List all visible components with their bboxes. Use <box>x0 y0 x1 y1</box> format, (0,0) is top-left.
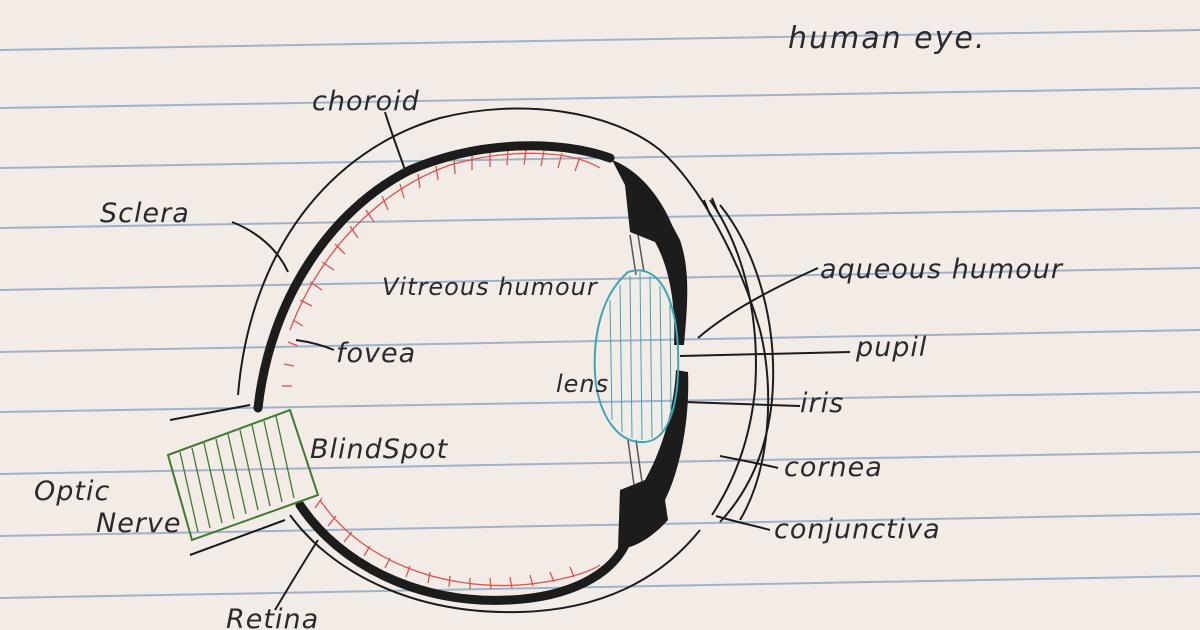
cornea <box>709 199 757 516</box>
ruled-lines <box>0 29 1200 599</box>
lens-hatching <box>609 271 672 441</box>
leader-lines <box>231 111 851 611</box>
diagram-title: human eye. <box>788 21 986 56</box>
optic-nerve <box>166 404 320 556</box>
label-optic-nerve-line1: Optic <box>34 476 110 507</box>
suspensory-ligaments <box>627 234 645 486</box>
label-cornea: cornea <box>784 452 883 483</box>
label-pupil: pupil <box>855 332 927 363</box>
label-blind-spot: BlindSpot <box>310 434 449 465</box>
conjunctiva <box>719 204 775 523</box>
label-choroid: choroid <box>312 86 420 117</box>
label-aqueous-humour: aqueous humour <box>820 254 1064 285</box>
retina-hatching <box>282 149 601 590</box>
label-optic-nerve-line2: Nerve <box>96 508 182 539</box>
label-vitreous-humour: Vitreous humour <box>382 273 599 301</box>
choroid-layer <box>253 141 615 413</box>
sclera-outline-lower <box>289 514 701 614</box>
label-conjunctiva: conjunctiva <box>774 514 941 545</box>
iris-lower <box>618 370 689 549</box>
label-retina: Retina <box>226 604 319 630</box>
lens <box>593 269 680 444</box>
choroid-layer-lower <box>295 500 630 605</box>
label-sclera: Sclera <box>100 198 190 229</box>
iris-upper <box>612 160 688 345</box>
label-lens: lens <box>556 370 609 398</box>
label-fovea: fovea <box>336 338 416 369</box>
sclera-outline <box>237 107 770 521</box>
label-iris: iris <box>800 388 844 419</box>
